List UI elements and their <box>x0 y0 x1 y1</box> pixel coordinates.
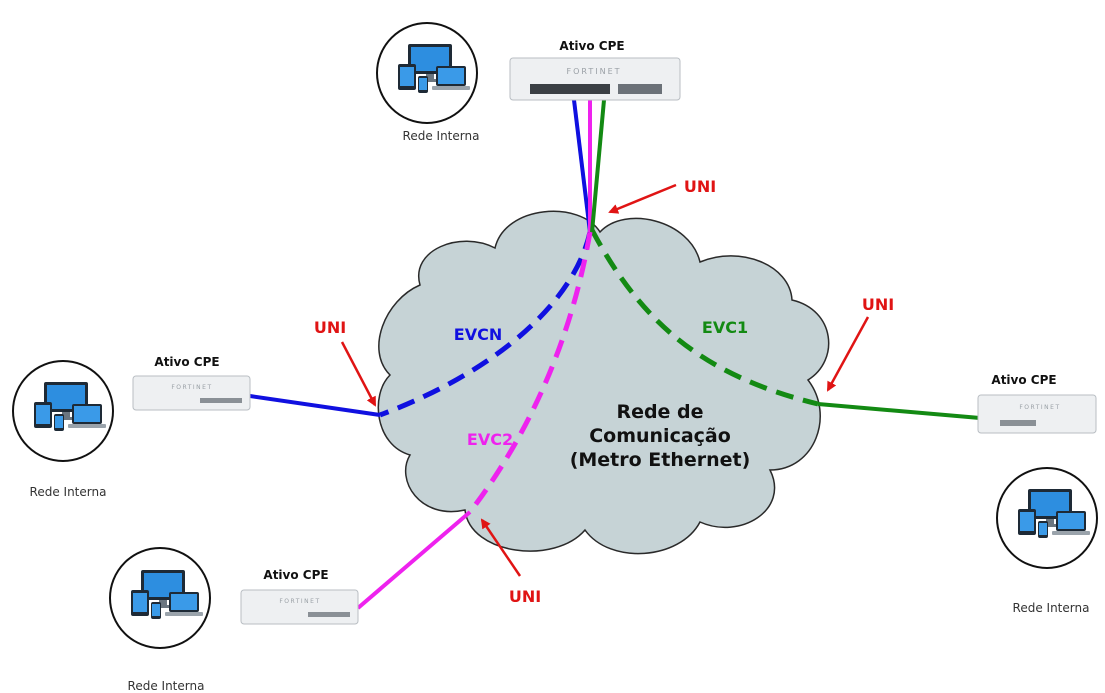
evc2-label: EVC2 <box>467 430 513 449</box>
device-brand-bottom-left: FORTINET <box>279 598 320 605</box>
network-circle-right <box>996 467 1098 569</box>
device-label-top: Ativo CPE <box>559 39 624 53</box>
network-label-right: Rede Interna <box>1013 601 1090 615</box>
device-brand-left: FORTINET <box>171 384 212 391</box>
uni-label-left: UNI <box>314 318 346 337</box>
uni-arrows <box>340 183 870 577</box>
evc1-circuit <box>589 228 819 407</box>
network-circle-top <box>376 22 478 124</box>
firewall-device-left: FORTINET <box>132 375 251 411</box>
site-right: Ativo CPE FORTINET Rede Interna <box>977 373 1098 615</box>
evc1-label: EVC1 <box>702 318 748 337</box>
site-bottom-left: Ativo CPE FORTINET Rede Interna <box>109 547 359 693</box>
evcn-label: EVCN <box>454 325 502 344</box>
uni-label-bottom: UNI <box>509 587 541 606</box>
network-label-bottom-left: Rede Interna <box>128 679 205 693</box>
cloud-title-line1: Rede de <box>616 401 703 423</box>
site-left: Ativo CPE FORTINET Rede Interna <box>12 355 251 499</box>
site-top: Ativo CPE FORTINET Rede Interna <box>376 22 681 143</box>
network-circle-left <box>12 360 114 462</box>
device-brand-right: FORTINET <box>1019 404 1060 411</box>
firewall-device-right: FORTINET <box>977 394 1097 434</box>
metro-ethernet-cloud <box>377 210 830 555</box>
evcn-circuit <box>379 231 593 418</box>
device-label-left: Ativo CPE <box>154 355 219 369</box>
device-label-bottom-left: Ativo CPE <box>263 568 328 582</box>
device-label-right: Ativo CPE <box>991 373 1056 387</box>
uni-label-right: UNI <box>862 295 894 314</box>
access-links <box>249 99 981 610</box>
network-label-top: Rede Interna <box>403 129 480 143</box>
evc2-circuit <box>468 231 593 514</box>
uni-label-top: UNI <box>684 177 716 196</box>
firewall-device-bottom-left: FORTINET <box>240 589 359 625</box>
network-label-left: Rede Interna <box>30 485 107 499</box>
firewall-device-top: FORTINET <box>509 57 681 101</box>
cloud-title-line2: Comunicação <box>589 425 731 447</box>
device-brand-top: FORTINET <box>566 67 621 76</box>
network-circle-bottom-left <box>109 547 211 649</box>
cloud-title-line3: (Metro Ethernet) <box>570 449 751 471</box>
